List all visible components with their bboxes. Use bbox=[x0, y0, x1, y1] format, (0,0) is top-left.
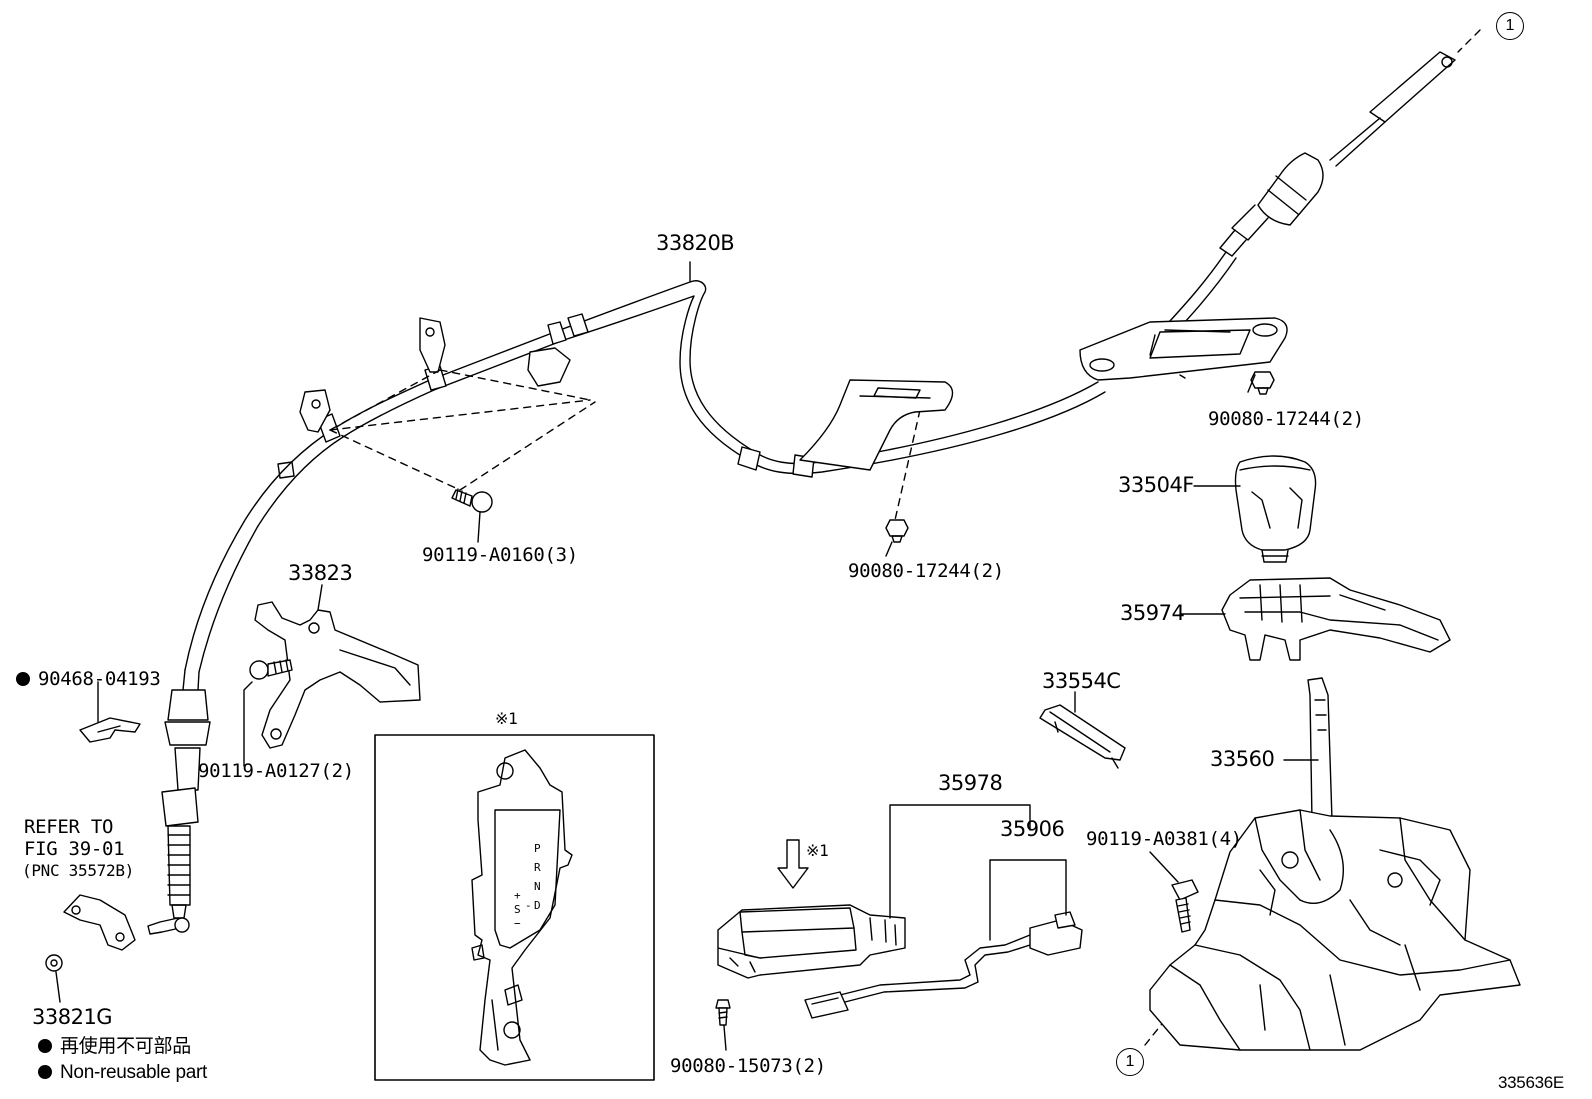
detail-marker: ※1 bbox=[495, 709, 518, 728]
callout-clip: 33821G bbox=[32, 1005, 113, 1029]
gear-minus: − bbox=[514, 917, 521, 930]
reference-circle-bottom: 1 bbox=[1116, 1048, 1144, 1076]
callout-knob: 33504F bbox=[1118, 473, 1194, 497]
leader-lines bbox=[56, 262, 1318, 1050]
fastener-bolt-bracket: 90119-A0127(2) bbox=[198, 760, 354, 782]
callout-lever-assembly: 33560 bbox=[1210, 747, 1275, 771]
lock-clip-icon bbox=[80, 718, 140, 742]
gear-s: S bbox=[514, 903, 521, 916]
callout-cable: 33820B bbox=[656, 231, 735, 255]
callout-plate: 33554C bbox=[1042, 669, 1121, 693]
indicator-housing bbox=[1222, 578, 1450, 660]
fastener-lock-clip: 90468-04193 bbox=[16, 668, 161, 690]
gear-dash: - bbox=[525, 899, 532, 912]
legend-english: Non-reusable part bbox=[38, 1062, 207, 1084]
switch-bracket-line bbox=[890, 805, 1030, 918]
wiring-harness bbox=[805, 912, 1082, 1018]
fastener-bolt-cable: 90119-A0160(3) bbox=[422, 544, 578, 566]
reference-line-1: REFER TO bbox=[24, 816, 114, 838]
reference-line-3: (PNC 35572B) bbox=[22, 861, 134, 880]
detail-arrow-icon bbox=[778, 840, 808, 888]
shift-cable bbox=[148, 52, 1455, 934]
detail-box bbox=[375, 735, 654, 1080]
shift-knob bbox=[1236, 456, 1316, 562]
fastener-nut-mid: 90080-17244(2) bbox=[848, 560, 1004, 582]
reference-circle-top: 1 bbox=[1496, 12, 1524, 40]
cable-bracket bbox=[255, 602, 420, 748]
harness-bracket-line bbox=[990, 860, 1066, 940]
nut-mid-icon bbox=[886, 520, 908, 542]
gear-d: D bbox=[534, 899, 541, 912]
legend-japanese: 再使用不可部品 bbox=[38, 1036, 191, 1058]
position-plate bbox=[1040, 705, 1125, 768]
cable-leader-lines bbox=[330, 30, 1480, 1045]
screw-switch-icon bbox=[716, 1000, 730, 1025]
shift-lever-assembly bbox=[1150, 678, 1520, 1050]
callout-indicator-housing: 35974 bbox=[1120, 601, 1185, 625]
gear-plus: + bbox=[514, 889, 521, 902]
legend-dot-icon bbox=[38, 1039, 52, 1053]
gear-r: R bbox=[534, 861, 541, 874]
shift-switch-assembly bbox=[718, 905, 905, 978]
gear-p: P bbox=[534, 842, 541, 855]
fastener-bolt-lever: 90119-A0381(4) bbox=[1086, 828, 1242, 850]
fastener-screw-switch: 90080-15073(2) bbox=[670, 1055, 826, 1077]
cable-upper-plate bbox=[1080, 318, 1287, 380]
fastener-nut-upper: 90080-17244(2) bbox=[1208, 408, 1364, 430]
nut-upper-icon bbox=[1251, 372, 1274, 394]
reference-line-2: FIG 39-01 bbox=[24, 838, 125, 860]
cable-bracket-mid bbox=[800, 380, 953, 470]
non-reusable-dot-icon bbox=[16, 672, 30, 686]
bolt-cable-icon bbox=[452, 489, 492, 512]
callout-harness: 35906 bbox=[1000, 817, 1065, 841]
bolt-bracket-icon bbox=[250, 660, 292, 679]
indicator-panel-detail bbox=[472, 750, 572, 1065]
legend-dot-icon bbox=[38, 1065, 52, 1079]
callout-switch-assembly: 35978 bbox=[938, 771, 1003, 795]
figure-id: 335636E bbox=[1498, 1073, 1564, 1092]
gear-n: N bbox=[534, 880, 541, 893]
callout-bracket: 33823 bbox=[288, 561, 353, 585]
detail-arrow-marker: ※1 bbox=[806, 841, 829, 860]
clip-bracket bbox=[46, 895, 135, 971]
bolt-lever-icon bbox=[1172, 880, 1198, 932]
